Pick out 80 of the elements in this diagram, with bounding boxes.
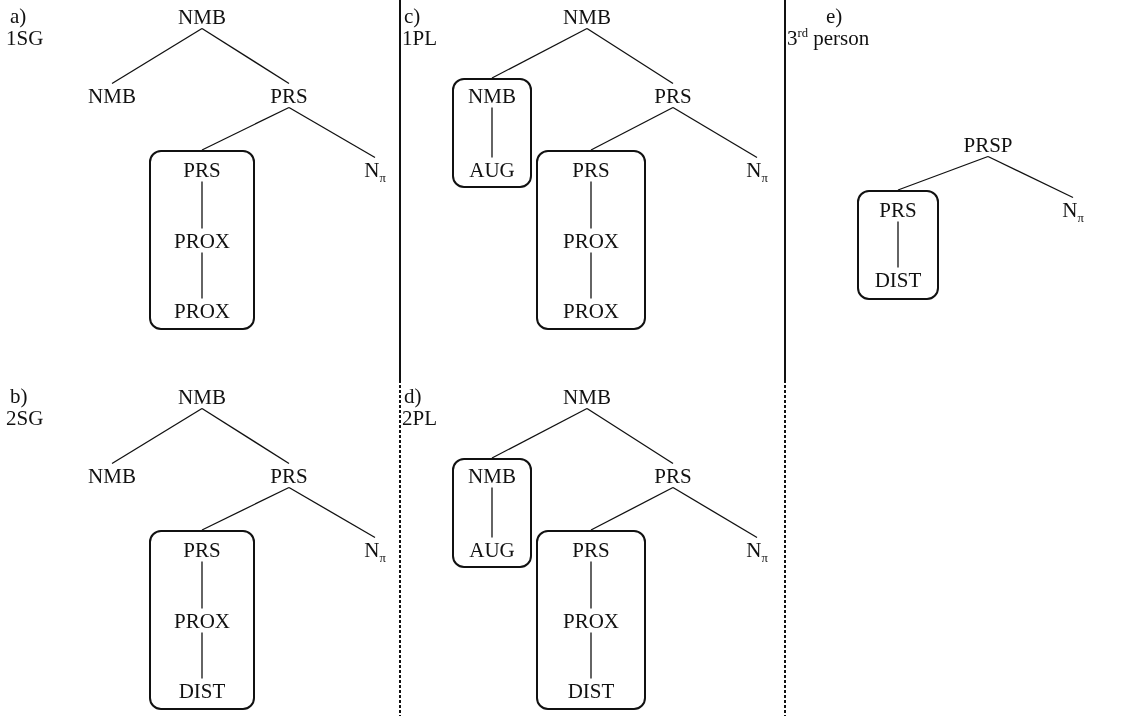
category-label: NMB	[468, 85, 516, 107]
tree-branch	[590, 631, 592, 680]
category-label: NMB	[88, 465, 136, 487]
category-label: NMB	[178, 6, 226, 28]
tree-branch	[111, 407, 203, 465]
category-label: PRS	[572, 159, 610, 181]
rounded-box	[857, 190, 939, 300]
panel-label: 2PL	[402, 408, 437, 429]
panel-label: d)	[404, 386, 422, 407]
tree-branch	[201, 251, 203, 300]
category-label: N$_{π}$	[746, 539, 768, 561]
tree-branch	[590, 560, 592, 610]
tree-branch	[491, 486, 493, 539]
panel-label: c)	[404, 6, 421, 27]
category-label: PROX	[563, 610, 619, 632]
tree-branch	[897, 155, 989, 191]
tree-branch	[672, 106, 758, 159]
tree-branch	[111, 27, 203, 85]
category-label: NMB	[563, 386, 611, 408]
tree-branch	[201, 631, 203, 680]
tree-branch	[201, 27, 290, 85]
category-label: NMB	[178, 386, 226, 408]
category-label: PROX	[174, 610, 230, 632]
category-label: DIST	[178, 680, 226, 702]
tree-branch	[590, 180, 592, 230]
rounded-box	[536, 530, 646, 710]
tree-branch	[201, 560, 203, 610]
panel-label: 1PL	[402, 28, 437, 49]
tree-branch	[491, 106, 493, 159]
category-label: N$_{π}$	[364, 539, 386, 561]
category-label: DIST	[874, 269, 922, 291]
tree-branch	[288, 486, 376, 539]
category-label: PRS	[879, 199, 917, 221]
category-label: PROX	[563, 300, 619, 322]
category-label: PRS	[572, 539, 610, 561]
category-label: N$_{π}$	[364, 159, 386, 181]
category-label: DIST	[567, 680, 615, 702]
tree-branch	[672, 486, 758, 539]
tree-branch	[590, 251, 592, 300]
tree-branch	[491, 407, 588, 459]
category-label: NMB	[88, 85, 136, 107]
category-label: PROX	[174, 300, 230, 322]
category-label: NMB	[468, 465, 516, 487]
tree-branch	[201, 486, 290, 531]
tree-branch	[586, 27, 674, 85]
category-label: PRS	[183, 159, 221, 181]
tree-branch	[987, 155, 1074, 199]
panel-label: 3$^{rd}$ person	[787, 28, 870, 49]
panel-label: a)	[10, 6, 27, 27]
category-label: PRS	[270, 465, 308, 487]
tree-branch	[897, 220, 899, 269]
panel-label: 1SG	[6, 28, 44, 49]
category-label: PROX	[563, 230, 619, 252]
tree-branch	[590, 486, 674, 531]
tree-branch	[491, 27, 588, 79]
category-label: PRS	[654, 465, 692, 487]
rounded-box	[536, 150, 646, 330]
rounded-box	[149, 530, 255, 710]
panel-label: e)	[826, 6, 843, 27]
category-label: PRSP	[963, 134, 1013, 156]
tree-branch	[201, 106, 290, 151]
category-label: PRS	[183, 539, 221, 561]
category-label: N$_{π}$	[746, 159, 768, 181]
tree-branch	[590, 106, 674, 151]
category-label: PRS	[270, 85, 308, 107]
rounded-box	[452, 458, 532, 568]
category-label: N$_{π}$	[1062, 199, 1084, 221]
tree-branch	[201, 407, 290, 465]
rounded-box	[452, 78, 532, 188]
tree-branch	[288, 106, 376, 159]
tree-branch	[586, 407, 674, 465]
panel-label: b)	[10, 386, 28, 407]
rounded-box	[149, 150, 255, 330]
category-label: AUG	[469, 159, 515, 181]
category-label: PROX	[174, 230, 230, 252]
category-label: PRS	[654, 85, 692, 107]
category-label: NMB	[563, 6, 611, 28]
tree-branch	[201, 180, 203, 230]
category-label: AUG	[469, 539, 515, 561]
panel-label: 2SG	[6, 408, 44, 429]
